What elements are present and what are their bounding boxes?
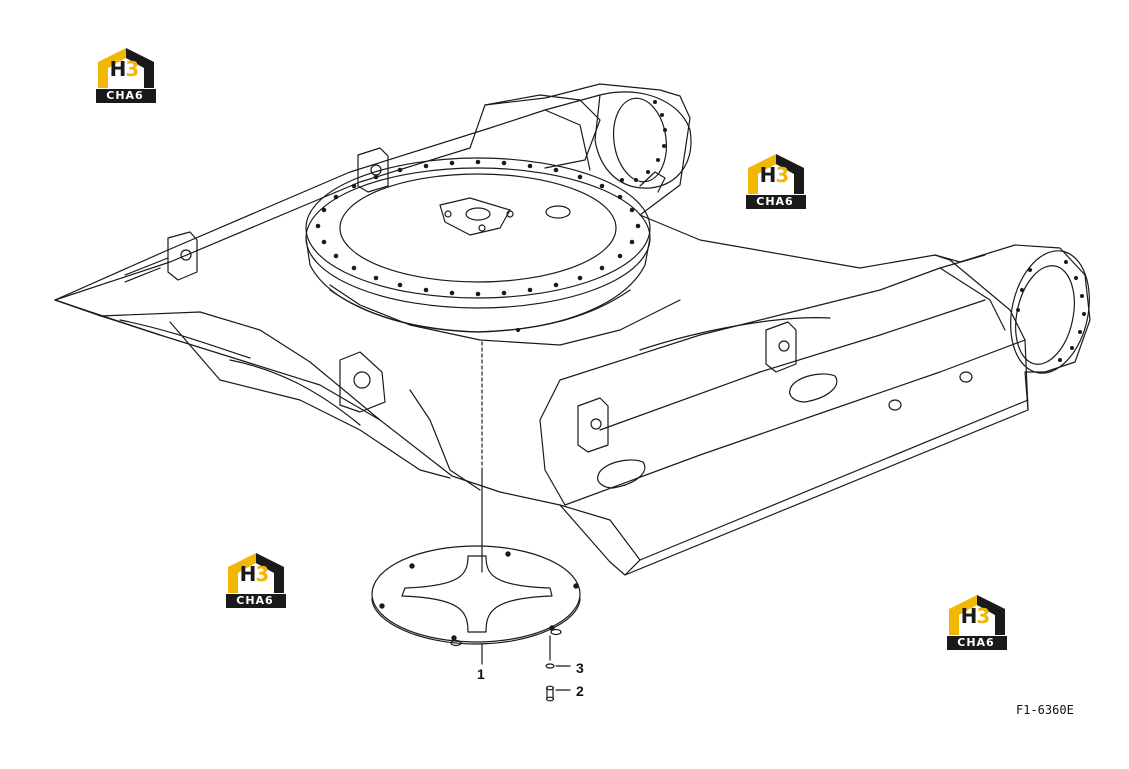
logo-letter-h: H <box>239 562 257 586</box>
center-body-lower <box>409 389 481 491</box>
center-body-side <box>539 379 566 506</box>
frame-slot-lower <box>597 459 646 489</box>
left-arm-underside <box>99 311 381 421</box>
house-logo-icon <box>226 553 286 608</box>
left-wheel-inner <box>612 97 668 183</box>
right-track-top <box>559 254 986 381</box>
logo-brand-text: CHA6 <box>957 636 995 649</box>
watermark-logo: H3 CHA6 <box>94 46 158 106</box>
left-arm-upper-block <box>484 94 601 169</box>
ring-inner-hole <box>545 205 571 219</box>
logo-brand-text: CHA6 <box>106 89 144 102</box>
cover-cross-slot <box>401 555 553 633</box>
right-wheel-bolts <box>1016 260 1086 362</box>
frame-boss-a <box>888 399 902 411</box>
left-wheel-housing <box>594 91 692 189</box>
right-track-face <box>559 504 641 561</box>
center-joint-bolt-b <box>506 210 514 218</box>
center-joint-plate <box>439 197 511 236</box>
logo-letter-3: 3 <box>255 562 269 586</box>
swing-bearing-top <box>305 157 651 299</box>
watermark-logo: H3 CHA6 <box>224 551 288 611</box>
left-arm-curve <box>229 359 361 426</box>
bracket-right-rear <box>765 321 797 373</box>
logo-letter-h: H <box>960 604 978 628</box>
left-arm-plate <box>544 109 591 171</box>
cover-plate <box>371 545 581 647</box>
center-body-edge <box>329 284 681 346</box>
right-track-bottom <box>564 339 1026 506</box>
logo-letter-h: H <box>109 57 127 81</box>
left-arm-inner <box>169 321 451 479</box>
frame-boss-b <box>959 371 973 383</box>
left-wheel-bolts <box>620 100 667 182</box>
bracket-left-front <box>167 231 198 281</box>
frame-outline <box>54 83 1091 576</box>
watermark-logo: H3 CHA6 <box>945 593 1009 653</box>
logo-letter-h: H <box>759 163 777 187</box>
washer-part-3 <box>545 663 571 669</box>
logo-brand-text: CHA6 <box>236 594 274 607</box>
logo-letter-3: 3 <box>976 604 990 628</box>
right-track-upper-face <box>639 317 831 351</box>
figure-code: F1-6360E <box>1016 703 1074 717</box>
bracket-left-rear <box>357 147 389 193</box>
center-joint-bolt-c <box>478 224 486 232</box>
frame-top-edge <box>54 94 601 301</box>
right-wheel-housing <box>1010 250 1090 374</box>
callout-part-3: 3 <box>576 660 584 676</box>
callout-part-1: 1 <box>477 666 485 682</box>
right-track-lower-face <box>599 299 986 431</box>
frame-slot-upper <box>789 373 838 403</box>
right-wheel-inner <box>1015 265 1075 365</box>
left-arm-web <box>119 319 251 359</box>
frame-top-face <box>54 299 161 336</box>
right-end-plate-2 <box>939 267 1006 331</box>
center-joint-bolt-a <box>444 210 452 218</box>
logo-letter-3: 3 <box>125 57 139 81</box>
bracket-left-arm <box>339 351 386 413</box>
swing-bearing-skirt <box>305 237 651 333</box>
bracket-right-front <box>577 397 609 453</box>
watermark-logo: H3 CHA6 <box>744 152 808 212</box>
house-logo-icon <box>947 595 1007 650</box>
right-track-edge <box>624 399 1029 576</box>
ring-center-dot <box>515 327 521 333</box>
swing-bearing-outer <box>305 167 651 309</box>
swing-bearing-base <box>329 289 631 333</box>
swing-bearing-bolts <box>315 159 641 297</box>
house-logo-icon <box>746 154 806 209</box>
right-end-plate <box>934 254 1029 411</box>
frame-slot-left <box>124 257 169 283</box>
left-arm-tab <box>639 171 666 193</box>
bolt-part-2 <box>545 685 571 702</box>
callout-part-2: 2 <box>576 683 584 699</box>
logo-letter-3: 3 <box>775 163 789 187</box>
house-logo-icon <box>96 48 156 103</box>
logo-brand-text: CHA6 <box>756 195 794 208</box>
center-joint-hole <box>465 207 491 221</box>
swing-bearing-inner <box>339 173 617 283</box>
